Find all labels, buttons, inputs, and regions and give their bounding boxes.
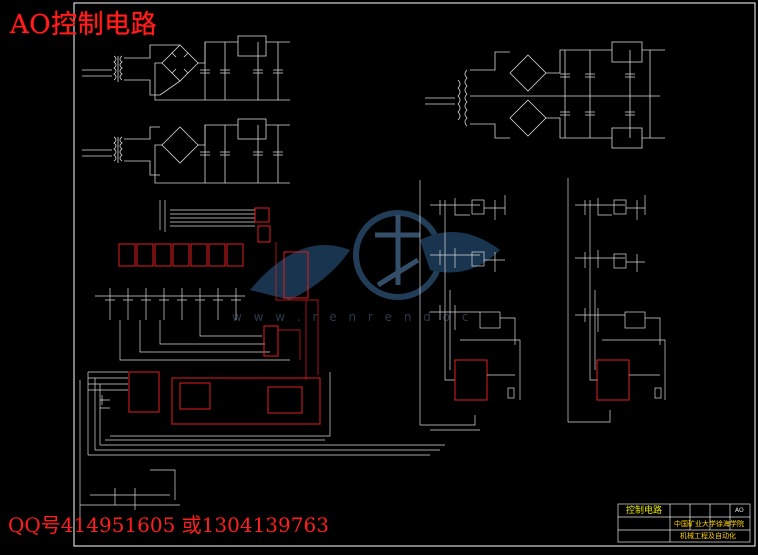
transformer-icon — [457, 69, 468, 127]
voltage-regulator-icon — [611, 127, 643, 149]
title-block-code: AO — [735, 507, 744, 514]
display-row — [118, 243, 244, 267]
power-supply-2 — [82, 118, 290, 184]
contact-line: QQ号414951605 或1304139763 — [8, 513, 329, 537]
title-block-school-line2: 机械工程及自动化 — [680, 532, 736, 540]
transformer-icon — [113, 55, 123, 82]
voltage-regulator-icon — [611, 41, 643, 63]
title-block-school-line1: 中国矿业大学徐海学院 — [674, 520, 744, 528]
bridge-rectifier-icon — [161, 126, 199, 164]
ic-chip-icon — [596, 359, 630, 401]
voltage-regulator-icon — [237, 118, 267, 140]
digital-section — [79, 200, 445, 520]
overlay-title: AO控制电路 — [10, 10, 158, 40]
analog-channel-2 — [567, 178, 666, 423]
bridge-rectifier-icon — [161, 44, 199, 82]
dual-power-supply — [425, 41, 665, 149]
capacitor-icon — [560, 73, 635, 116]
ic-chip-icon — [454, 359, 488, 401]
analog-channel-1 — [419, 180, 521, 431]
watermark-logo-icon — [250, 210, 500, 300]
ic-chip-icon — [128, 207, 321, 425]
title-block-drawing-name: 控制电路 — [626, 506, 663, 516]
watermark-domain: w w w . r e n r e n d o c — [232, 310, 473, 324]
power-supply-1 — [82, 35, 290, 101]
capacitor-icon — [200, 69, 283, 74]
voltage-regulator-icon — [237, 35, 267, 57]
capacitor-icon — [200, 151, 283, 156]
drawing-frame — [73, 2, 756, 547]
bridge-rectifier-icon — [509, 54, 547, 137]
transformer-icon — [113, 136, 123, 163]
title-block — [617, 503, 751, 543]
